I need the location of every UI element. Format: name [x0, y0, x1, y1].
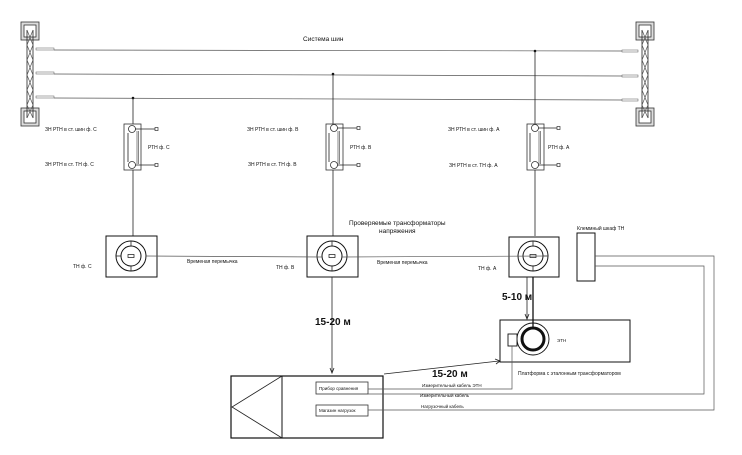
busbars — [35, 47, 639, 102]
load-cable — [368, 255, 715, 411]
phase-c-bay: ЗН РТН в ст. шин ф. С ЗН РТН в ст. ТН ф.… — [45, 96, 170, 278]
platform-label: Платформа с эталонным трансформатором — [518, 371, 621, 377]
disconnector-b — [325, 123, 344, 171]
tested-vt-label-line2: напряжения — [379, 228, 416, 235]
vt-label-a: ТН ф. А — [478, 266, 497, 272]
comparator-label: Прибор сравнения — [319, 386, 359, 391]
cable-load-label: Нагрузочный кабель — [421, 403, 464, 409]
left-insulator-string — [20, 21, 40, 127]
cable-measuring-label: Измерительный кабель — [420, 392, 470, 398]
disconnector-label-a: РТН ф. А — [548, 145, 570, 151]
busbar-1 — [53, 49, 623, 52]
terminal-cabinet-label: Клеммный шкаф ТН — [577, 225, 625, 232]
earth-switch-vt-label-c: ЗН РТН в ст. ТН ф. С — [45, 162, 94, 168]
earth-switch-bus-label-a: ЗН РТН в ст. шин ф. А — [448, 127, 500, 133]
vt-label-b: ТН ф. В — [276, 265, 295, 271]
cable-measuring-etn-label: Измерительный кабель ЭТН — [422, 382, 482, 388]
disconnector-label-c: РТН ф. С — [148, 145, 170, 151]
right-insulator-string — [635, 21, 655, 127]
measurement-stand: Прибор сравнения Магазин нагрузок — [230, 375, 384, 439]
disconnector-label-b: РТН ф. В — [350, 145, 372, 151]
disconnector-a — [526, 123, 545, 171]
distance-diagonal-label: 15-20 м — [432, 369, 468, 380]
earth-switch-bus-label-b: ЗН РТН в ст. шин ф. В — [247, 127, 299, 133]
terminal-cabinet — [576, 232, 596, 282]
busbar-2 — [53, 73, 623, 77]
distance-short-label: 5-10 м — [502, 292, 532, 303]
distance-vertical-label: 15-20 м — [315, 317, 351, 328]
reference-vt-label: ЭТН — [557, 338, 566, 343]
busbar-3 — [53, 97, 623, 101]
temporary-jumper-c-b — [145, 255, 323, 258]
earth-switch-bus-label-c: ЗН РТН в ст. шин ф. С — [45, 127, 97, 133]
measuring-cable — [368, 265, 705, 395]
phase-a-bay: ЗН РТН в ст. шин ф. А ЗН РТН в ст. ТН ф.… — [448, 49, 570, 278]
tested-vt-label: Проверяемые трансформаторы — [349, 220, 446, 227]
earth-switch-vt-label-b: ЗН РТН в ст. ТН ф. В — [248, 162, 297, 168]
load-box — [315, 404, 369, 417]
measuring-cable-etn — [368, 346, 513, 390]
busbar-system-title: Система шин — [303, 36, 344, 43]
comparator-box — [315, 381, 369, 395]
earth-switch-vt-label-a: ЗН РТН в ст. ТН ф. А — [449, 163, 498, 169]
temporary-jumper-b-a — [341, 255, 549, 258]
jumper-label-1: Временая перемычка — [187, 259, 238, 265]
phase-b-bay: ЗН РТН в ст. шин ф. В ЗН РТН в ст. ТН ф.… — [247, 72, 372, 278]
load-box-label: Магазин нагрузок — [319, 408, 355, 413]
vt-label-c: ТН ф. С — [73, 264, 92, 270]
jumper-label-2: Временая перемычка — [377, 260, 428, 266]
